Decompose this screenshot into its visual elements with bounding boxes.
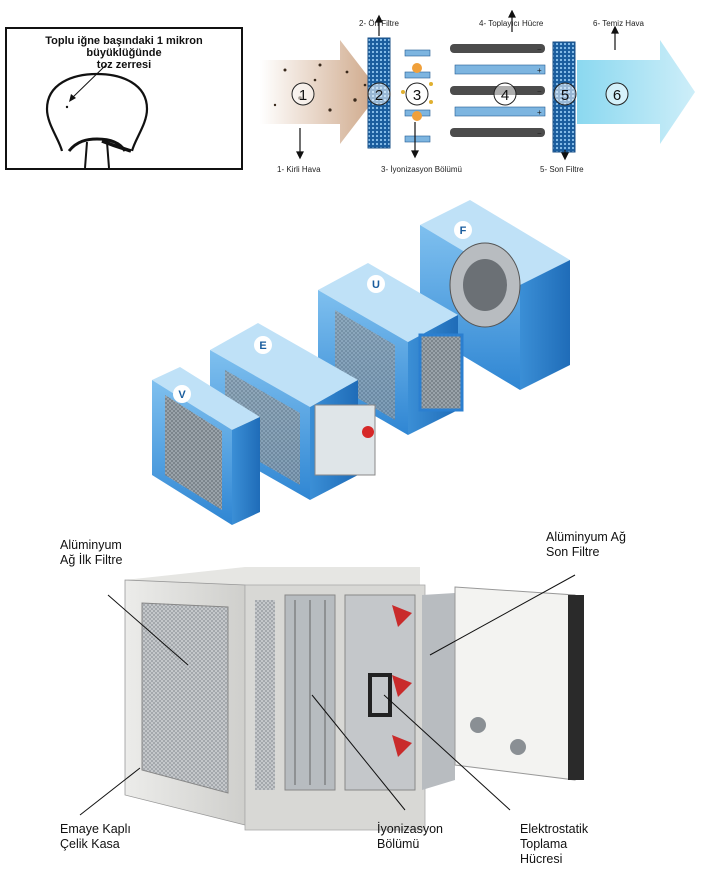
collector-plates	[450, 44, 546, 137]
pin-inset-title: Toplu iğne başındaki 1 mikron büyüklüğün…	[7, 35, 241, 71]
label-dirty-air: 1- Kirli Hava	[277, 165, 321, 174]
callout-ionization: İyonizasyon Bölümü	[377, 822, 443, 852]
dust-particle-dot	[65, 105, 69, 109]
callout-lines	[79, 574, 576, 816]
fan-module	[420, 200, 570, 390]
stage-number-2: 2	[375, 87, 383, 104]
callout-final-filter-line2: Son Filtre	[546, 545, 600, 559]
ionizer-module	[210, 323, 376, 500]
open-door-final-filter	[422, 586, 584, 790]
module-letter-v: V	[178, 389, 186, 401]
clean-air-arrow	[577, 40, 695, 144]
module-letter-e: E	[259, 340, 266, 352]
label-collector: 4- Toplayıcı Hücre	[479, 19, 544, 28]
collector-module	[318, 263, 464, 435]
callout-collector-line3: Hücresi	[520, 852, 563, 866]
callout-final-filter: Alüminyum Ağ Son Filtre	[546, 530, 626, 560]
ionization-section	[255, 594, 336, 791]
callout-casing-line2: Çelik Kasa	[60, 837, 120, 851]
ionization-wires	[401, 49, 433, 143]
electrostatic-filter-photo	[79, 567, 584, 831]
label-final-filter: 5- Son Filtre	[540, 165, 584, 174]
plate-sign-5: −	[537, 129, 542, 138]
module-letter-u: U	[372, 279, 380, 291]
stage-number-1: 1	[299, 87, 307, 104]
callout-prefilter-line2: Ağ İlk Filtre	[60, 553, 123, 567]
pin-inset-title-line1: Toplu iğne başındaki 1 mikron büyüklüğün…	[45, 35, 203, 59]
dust-particles	[273, 63, 367, 112]
stage-number-badges	[291, 82, 629, 106]
pin-inset-title-line2: toz zerresi	[96, 59, 152, 71]
prefilter-module	[152, 367, 260, 525]
plate-sign-2: +	[537, 66, 542, 75]
callout-prefilter: Alüminyum Ağ İlk Filtre	[60, 538, 123, 568]
callout-prefilter-line1: Alüminyum	[60, 538, 122, 552]
callout-final-filter-line1: Alüminyum Ağ	[546, 530, 626, 544]
label-pre-filter: 2- Ön Filtre	[359, 19, 400, 28]
plate-sign-1: −	[537, 45, 542, 54]
air-flow-diagram: − + − + − 2- Ön Filtre 4- Toplayıcı Hücr…	[260, 10, 695, 174]
label-ionization: 3- İyonizasyon Bölümü	[381, 165, 462, 174]
stage-number-5: 5	[561, 87, 569, 104]
pin-head-drawing	[45, 63, 149, 168]
stage-number-3: 3	[413, 87, 421, 104]
stage-number-4: 4	[501, 87, 509, 104]
plate-sign-4: +	[537, 108, 542, 117]
callout-collector-line2: Toplama	[520, 837, 568, 851]
label-clean-air: 6- Temiz Hava	[593, 19, 645, 28]
callout-casing: Emaye Kaplı Çelik Kasa	[60, 822, 131, 852]
pin-head-inset: Toplu iğne başındaki 1 mikron büyüklüğün…	[5, 27, 243, 170]
plate-sign-3: −	[537, 87, 542, 96]
callout-collector-line1: Elektrostatik	[520, 822, 589, 836]
module-letter-f: F	[460, 225, 467, 237]
callout-casing-line1: Emaye Kaplı	[60, 822, 131, 836]
stage-number-6: 6	[613, 87, 621, 104]
exploded-module-view: F U E V	[152, 200, 570, 525]
callout-ionization-line2: Bölümü	[377, 837, 420, 851]
callout-ionization-line1: İyonizasyon	[377, 822, 444, 836]
collector-cell	[344, 594, 416, 791]
callout-collector: Elektrostatik Toplama Hücresi	[520, 822, 588, 867]
dirty-air-arrow	[260, 40, 380, 144]
